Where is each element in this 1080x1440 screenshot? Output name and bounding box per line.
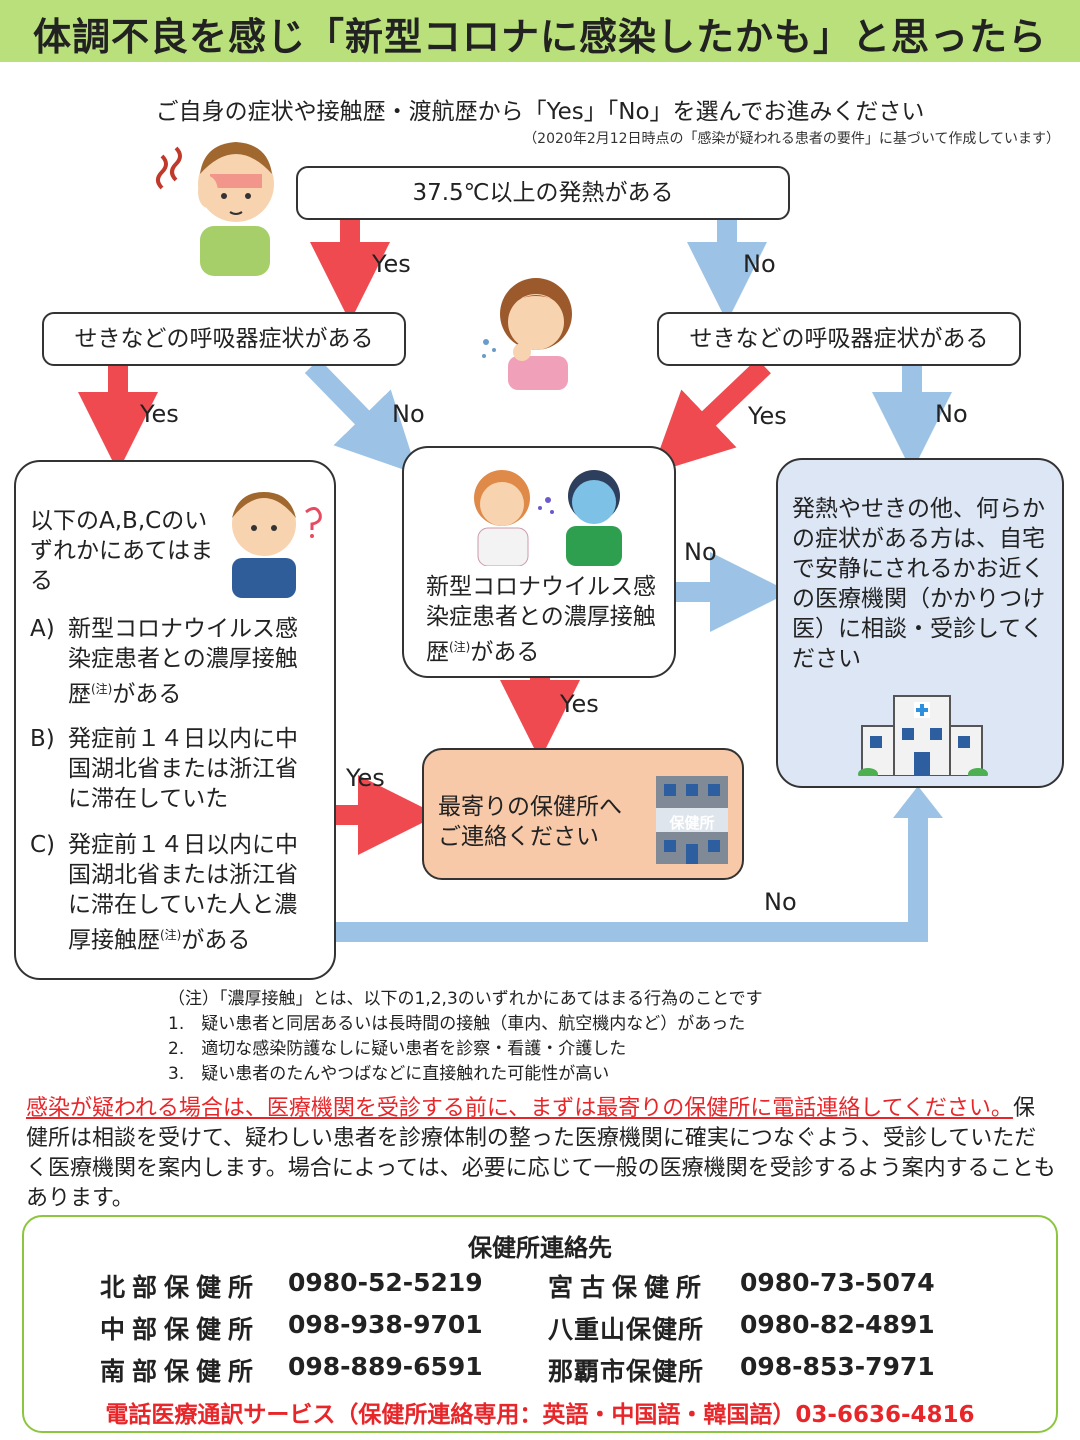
contact-tel: 098-938-9701 bbox=[288, 1310, 483, 1339]
contact-name: 中部保健所 bbox=[100, 1315, 261, 1344]
interpreter-service: 電話医療通訳サービス（保健所連絡専用：英語・中国語・韓国語）03-6636-48… bbox=[105, 1402, 975, 1428]
label-no-5: No bbox=[764, 888, 797, 916]
coughing-couple-illustration bbox=[474, 470, 622, 566]
contact-history-note: (注) bbox=[449, 640, 471, 654]
abc-box: 以下のA,B,Cのいずれかにあてはまる A) 新型コロナウイルス感染症患者との濃… bbox=[14, 460, 336, 980]
abc-c-label: C) bbox=[30, 832, 56, 858]
health-center-box: 最寄りの保健所へご連絡ください 保健所 bbox=[422, 748, 744, 880]
start-box: 37.5℃以上の発熱がある bbox=[296, 166, 790, 220]
contacts-heading: 保健所連絡先 bbox=[468, 1234, 612, 1262]
contact-tel: 098-889-6591 bbox=[288, 1352, 483, 1381]
label-yes-5: Yes bbox=[346, 764, 385, 792]
clinic-box: 発熱やせきの他、何らかの症状がある方は、自宅で安静にされるかお近くの医療機関（か… bbox=[776, 458, 1064, 788]
footnote-item-3: 3. 疑い患者のたんやつばなどに直接触れた可能性が高い bbox=[168, 1064, 610, 1084]
abc-a-text: 新型コロナウイルス感染症患者との濃厚接触歴(注)がある bbox=[68, 614, 320, 710]
contact-name: 那覇市保健所 bbox=[548, 1357, 705, 1386]
contact-history-text: 新型コロナウイルス感染症患者との濃厚接触歴(注)がある bbox=[426, 572, 666, 668]
contact-history-box: 新型コロナウイルス感染症患者との濃厚接触歴(注)がある bbox=[402, 446, 676, 678]
abc-a-note: (注) bbox=[91, 682, 113, 696]
resp-left-text: せきなどの呼吸器症状がある bbox=[74, 326, 374, 352]
contact-name: 八重山保健所 bbox=[548, 1315, 705, 1344]
abc-c-note: (注) bbox=[160, 928, 182, 942]
coughing-woman-illustration bbox=[482, 278, 572, 390]
abc-c-end: がある bbox=[181, 927, 251, 954]
warning-red-text: 感染が疑われる場合は、医療機関を受診する前に、まずは最寄りの保健所に電話連絡して… bbox=[26, 1096, 1013, 1121]
health-center-sign: 保健所 bbox=[669, 814, 715, 832]
abc-c-text: 発症前１４日以内に中国湖北省または浙江省に滞在していた人と濃厚接触歴(注)がある bbox=[68, 830, 320, 956]
contact-history-body: 新型コロナウイルス感染症患者との濃厚接触歴 bbox=[426, 574, 656, 666]
contact-history-end: がある bbox=[470, 639, 540, 666]
abc-a-body: 新型コロナウイルス感染症患者との濃厚接触歴 bbox=[68, 616, 298, 708]
abc-a-label: A) bbox=[30, 616, 55, 642]
abc-b-label: B) bbox=[30, 726, 55, 752]
hospital-icon bbox=[858, 695, 988, 776]
page-title: 体調不良を感じ「新型コロナに感染したかも」と思ったら bbox=[32, 15, 1047, 59]
label-yes-2: Yes bbox=[140, 400, 179, 428]
contact-name: 北部保健所 bbox=[100, 1273, 261, 1302]
abc-b-text: 発症前１４日以内に中国湖北省または浙江省に滞在していた bbox=[68, 726, 298, 812]
contact-tel: 0980-82-4891 bbox=[740, 1310, 935, 1339]
resp-box-right: せきなどの呼吸器症状がある bbox=[657, 312, 1021, 366]
start-text: 37.5℃以上の発熱がある bbox=[412, 180, 674, 206]
abc-a-end: がある bbox=[112, 681, 182, 708]
contact-tel: 0980-73-5074 bbox=[740, 1268, 935, 1297]
feverish-person-illustration bbox=[156, 142, 274, 276]
label-no-4: No bbox=[684, 538, 717, 566]
warning-body-text: 保健所は相談を受けて、疑わしい患者を診療体制の整った医療機関に確実につなぐよう、… bbox=[26, 1096, 1056, 1211]
footnote-item-2: 2. 適切な感染防護なしに疑い患者を診察・看護・介護した bbox=[168, 1039, 627, 1059]
arrow-no-5 bbox=[336, 815, 928, 942]
health-center-text: 最寄りの保健所へご連絡ください bbox=[438, 794, 622, 850]
health-center-building-icon bbox=[656, 776, 728, 864]
warning-paragraph: 感染が疑われる場合は、医療機関を受診する前に、まずは最寄りの保健所に電話連絡して… bbox=[26, 1094, 1056, 1214]
contacts-box bbox=[22, 1215, 1058, 1433]
arrow-yes-3 bbox=[651, 358, 771, 474]
label-yes-3: Yes bbox=[748, 402, 787, 430]
label-yes-1: Yes bbox=[372, 250, 411, 278]
label-no-2: No bbox=[392, 400, 425, 428]
footnote-head: （注）「濃厚接触」とは、以下の1,2,3のいずれかにあてはまる行為のことです bbox=[168, 989, 763, 1009]
page-subtitle: ご自身の症状や接触歴・渡航歴から「Yes」「No」を選んでお進みください bbox=[155, 99, 925, 125]
label-no-1: No bbox=[743, 250, 776, 278]
contact-name: 宮古保健所 bbox=[548, 1273, 709, 1302]
title-bar bbox=[0, 0, 1080, 62]
clinic-text: 発熱やせきの他、何らかの症状がある方は、自宅で安静にされるかお近くの医療機関（か… bbox=[792, 496, 1046, 672]
date-note: （2020年2月12日時点の「感染が疑われる患者の要件」に基づいて作成しています… bbox=[523, 131, 1060, 147]
thinking-man-illustration bbox=[232, 492, 322, 598]
footnote-item-1: 1. 疑い患者と同居あるいは長時間の接触（車内、航空機内など）があった bbox=[168, 1014, 746, 1034]
resp-right-text: せきなどの呼吸器症状がある bbox=[689, 326, 989, 352]
label-yes-4: Yes bbox=[560, 690, 599, 718]
arrow-no-2 bbox=[304, 359, 418, 475]
contact-name: 南部保健所 bbox=[100, 1357, 261, 1386]
abc-c-body: 発症前１４日以内に中国湖北省または浙江省に滞在していた人と濃厚接触歴 bbox=[68, 832, 298, 954]
abc-head: 以下のA,B,Cのいずれかにあてはまる bbox=[30, 508, 214, 594]
arrow-no-5-head bbox=[893, 786, 943, 818]
contact-tel: 0980-52-5219 bbox=[288, 1268, 483, 1297]
label-no-3: No bbox=[935, 400, 968, 428]
contact-tel: 098-853-7971 bbox=[740, 1352, 935, 1381]
resp-box-left: せきなどの呼吸器症状がある bbox=[42, 312, 406, 366]
